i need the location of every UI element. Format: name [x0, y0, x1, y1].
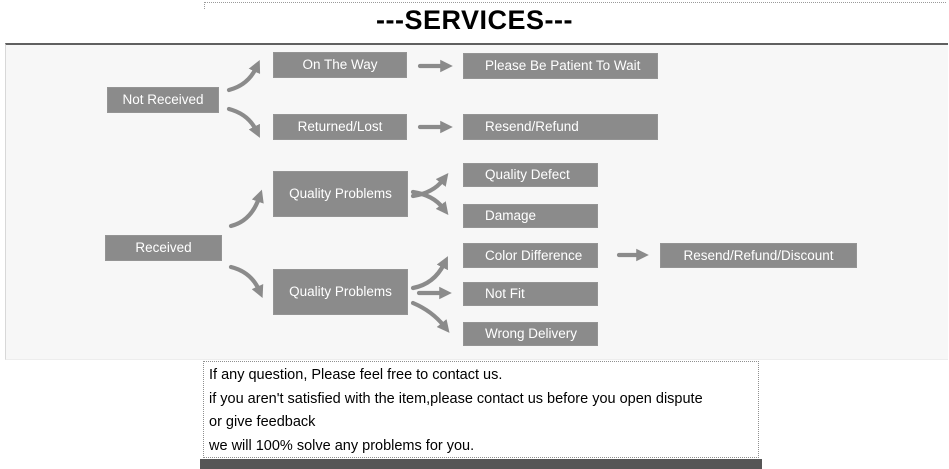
- contact-note: If any question, Please feel free to con…: [203, 361, 759, 458]
- note-line: if you aren't satisfied with the item,pl…: [209, 390, 703, 407]
- flow-node-not-fit: Not Fit: [463, 282, 598, 306]
- flow-node-color-difference: Color Difference: [463, 243, 598, 268]
- flow-node-received: Received: [105, 235, 222, 261]
- note-line: we will 100% solve any problems for you.: [209, 437, 475, 454]
- flow-node-quality-problems-1: Quality Problems: [273, 171, 408, 217]
- flow-node-resend-refund-discount: Resend/Refund/Discount: [660, 243, 857, 268]
- flow-node-wrong-delivery: Wrong Delivery: [463, 322, 598, 346]
- flow-node-returned-lost: Returned/Lost: [273, 114, 407, 140]
- flow-node-quality-problems-2: Quality Problems: [273, 269, 408, 315]
- flow-node-on-the-way: On The Way: [273, 52, 407, 78]
- bottom-divider-bar: [200, 459, 762, 469]
- flow-node-quality-defect: Quality Defect: [463, 163, 598, 187]
- flow-node-please-wait: Please Be Patient To Wait: [463, 53, 658, 79]
- flow-node-damage: Damage: [463, 204, 598, 228]
- note-line: or give feedback: [209, 414, 316, 430]
- note-line: If any question, Please feel free to con…: [209, 367, 503, 383]
- flow-node-resend-refund: Resend/Refund: [463, 114, 658, 140]
- flow-node-not-received: Not Received: [107, 87, 219, 113]
- top-dotted-border: [204, 2, 946, 9]
- page-title: ---SERVICES---: [375, 5, 573, 35]
